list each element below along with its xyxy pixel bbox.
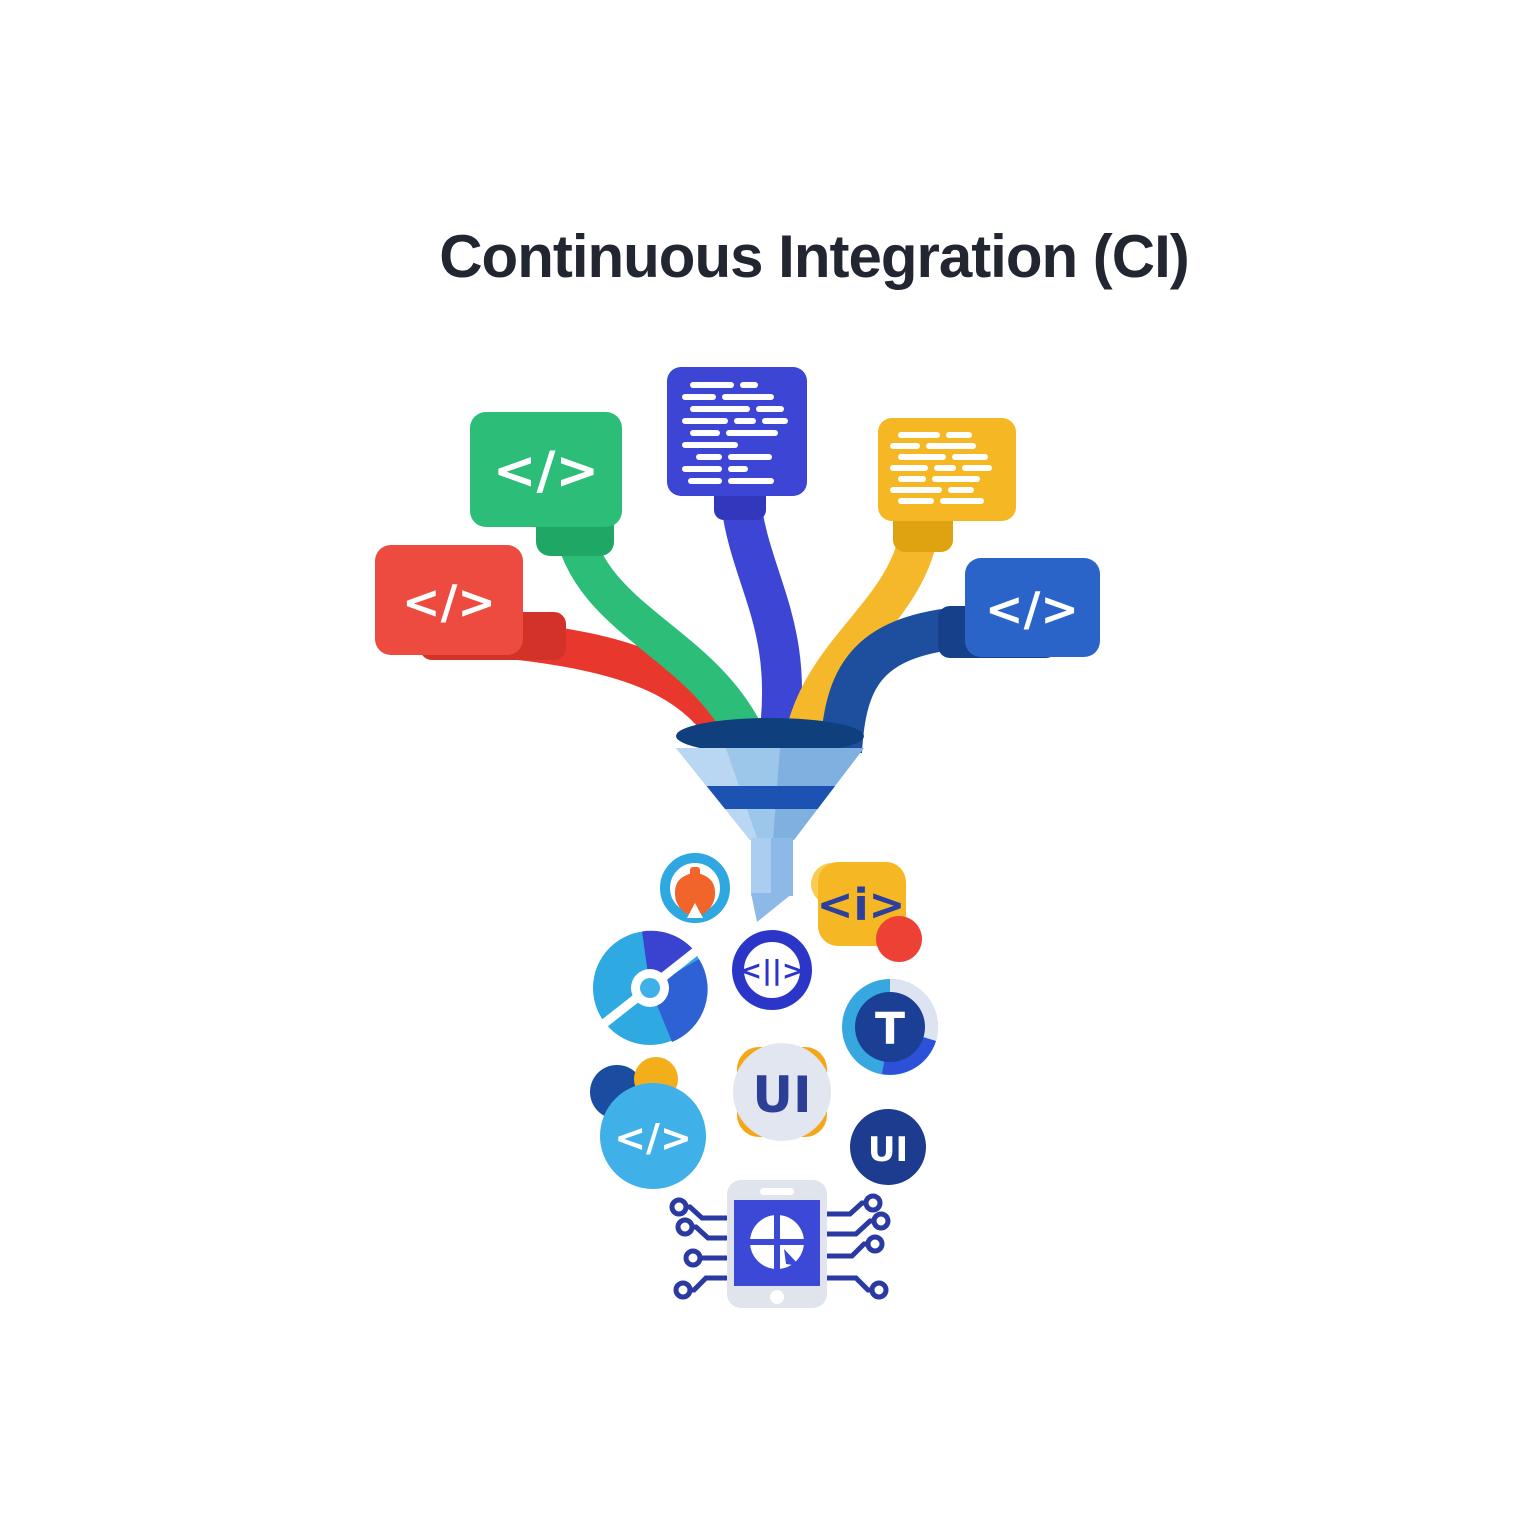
code-tag-icon: </> — [493, 441, 599, 501]
output-icons: <i> <||> T — [590, 853, 939, 1308]
funnel-stem-highlight — [751, 838, 771, 896]
code-block-indigo — [667, 367, 807, 520]
code-block-red: </> — [375, 545, 566, 660]
disc-chart-icon — [593, 930, 708, 1045]
funnel-rim — [676, 718, 864, 754]
block-body — [375, 545, 523, 655]
device-home-button — [770, 1290, 784, 1304]
test-label: T — [875, 1004, 905, 1055]
ui-small-badge-icon: UI — [850, 1109, 926, 1185]
component-glyph: <i> — [817, 880, 906, 931]
ui-badge-icon: UI — [733, 1043, 831, 1141]
test-badge-icon: T — [842, 978, 939, 1075]
bug-shield-icon — [660, 853, 730, 923]
ui-label: UI — [752, 1066, 811, 1124]
code-block-green: </> — [470, 412, 622, 556]
code-block-yellow — [878, 418, 1016, 552]
pause-code-icon: <||> — [732, 930, 812, 1010]
page-title: Continuous Integration (CI) — [439, 223, 1190, 290]
device-speaker — [760, 1188, 794, 1195]
code-block-blue: </> — [938, 558, 1100, 658]
funnel — [676, 718, 864, 922]
code-tag-icon: </> — [402, 575, 496, 629]
pause-glyph: <||> — [740, 956, 805, 987]
code-lines-icon — [890, 432, 992, 504]
source-blocks: </> </> — [375, 367, 1100, 660]
pipe-green — [553, 518, 771, 760]
component-badge-icon: <i> — [811, 862, 922, 962]
device-circuit-icon — [669, 1180, 891, 1308]
code-tag-icon: </> — [985, 582, 1079, 636]
coder-avatar-icon: </> — [590, 1057, 706, 1189]
pipe-indigo — [720, 491, 803, 756]
funnel-band — [676, 786, 864, 809]
block-body — [470, 412, 622, 527]
funnel-tip — [751, 893, 793, 922]
ui-small-label: UI — [868, 1130, 908, 1170]
code-lines-icon — [682, 382, 788, 484]
circuit-nodes — [669, 1193, 891, 1300]
coder-glyph: </> — [614, 1116, 692, 1160]
pipe-yellow — [782, 520, 940, 756]
block-body — [965, 558, 1100, 657]
screen-target-icon — [748, 1213, 806, 1271]
